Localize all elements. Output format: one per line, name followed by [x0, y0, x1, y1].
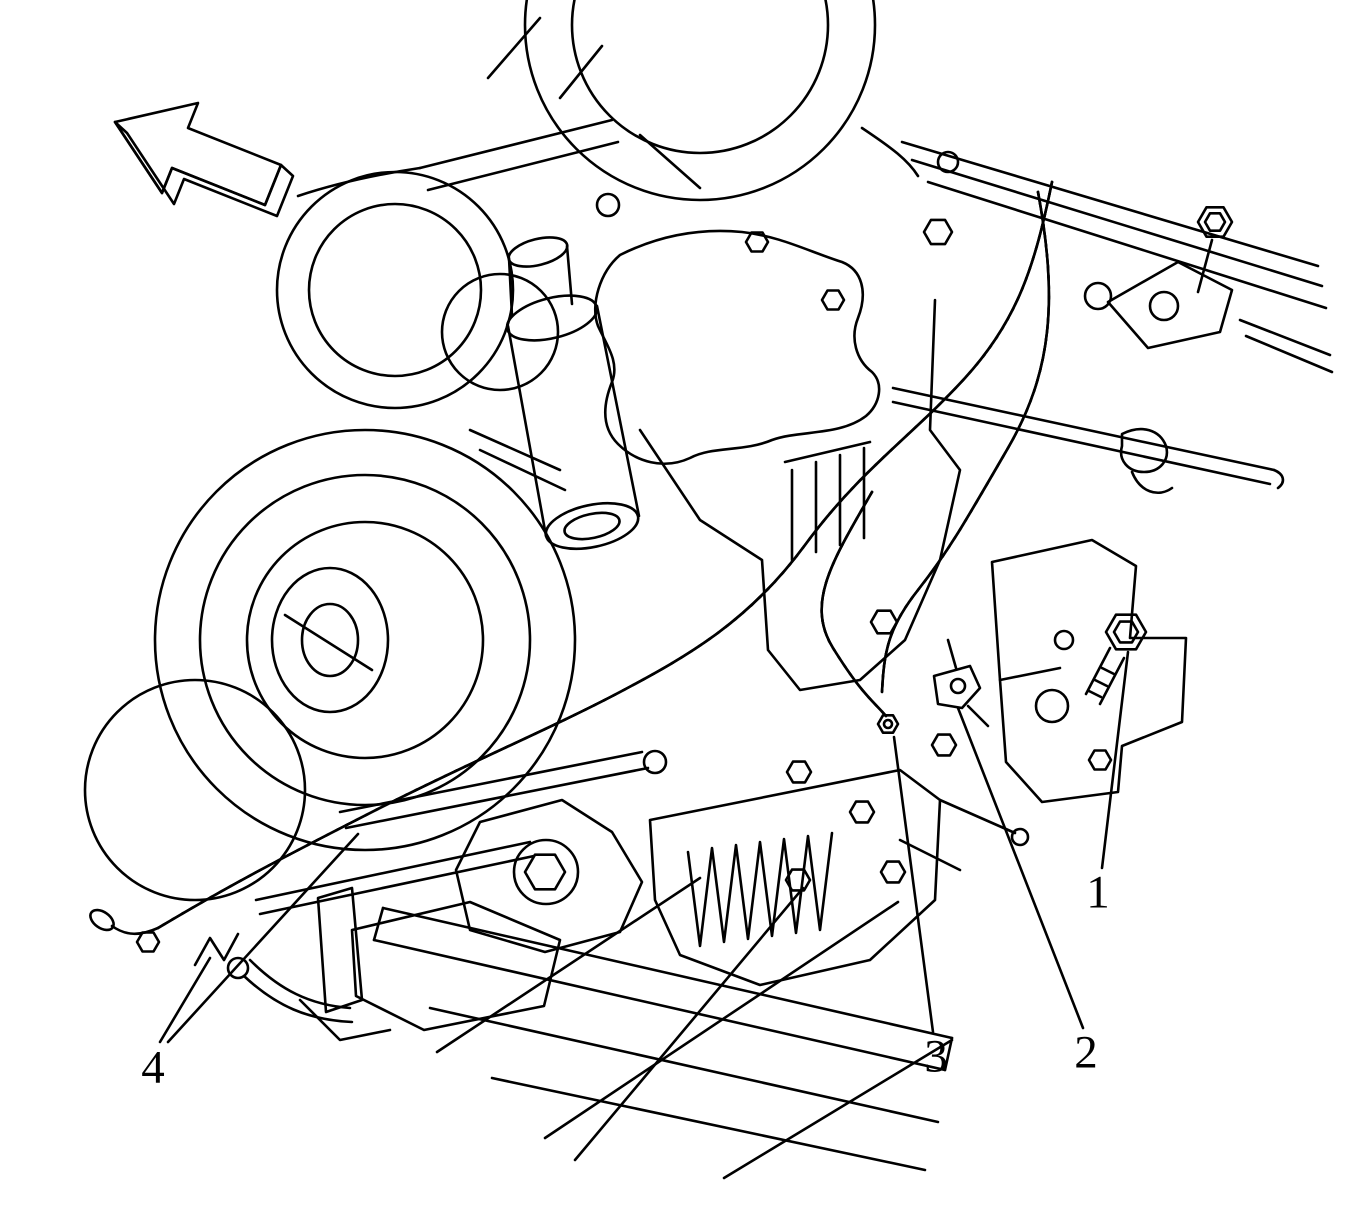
callout-leader-lines — [158, 650, 1130, 1044]
direction-arrow-icon — [113, 101, 295, 218]
callout-label-4: 4 — [141, 1041, 165, 1094]
callout-label-2: 2 — [1074, 1026, 1098, 1079]
pulleys-group — [83, 0, 877, 902]
callout-label-1: 1 — [1086, 866, 1110, 919]
wiring-harness-hoses — [89, 180, 1054, 967]
brackets-and-bolts-group — [226, 218, 1188, 1042]
engine-core-group — [440, 16, 962, 692]
callout-label-3: 3 — [924, 1030, 948, 1083]
frame-rails-group — [891, 140, 1334, 494]
skid-plate-grid — [372, 876, 954, 1180]
